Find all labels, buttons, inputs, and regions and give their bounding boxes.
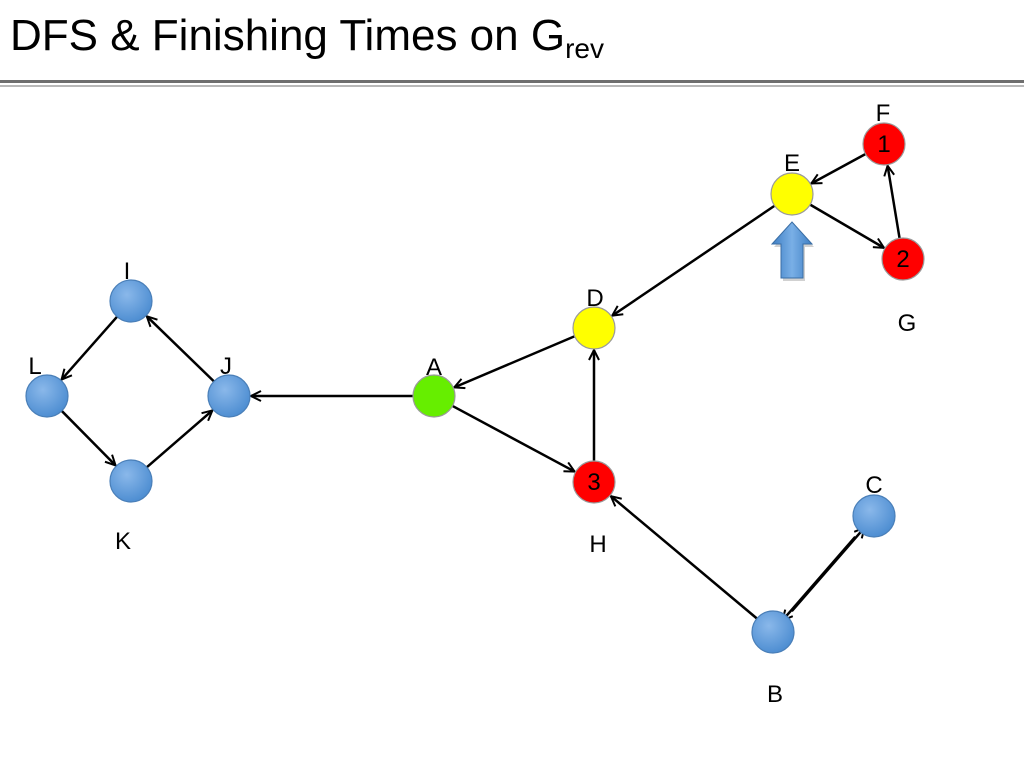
slide-title-main: DFS & Finishing Times on G — [10, 11, 566, 60]
nodes-layer: 1 2 3 — [25, 122, 925, 654]
finish-time-G: 2 — [896, 246, 909, 273]
node-A — [412, 374, 456, 418]
node-label-L: L — [28, 353, 41, 380]
node-label-I: I — [124, 258, 131, 285]
node-label-A: A — [426, 354, 442, 381]
edge-F-to-E — [811, 152, 867, 185]
edge-K-to-J — [146, 410, 213, 469]
node-label-G: G — [898, 310, 917, 337]
edge-I-to-L — [62, 315, 119, 380]
node-label-H: H — [589, 531, 606, 558]
finish-time-H: 3 — [587, 469, 600, 496]
title-divider — [0, 80, 1024, 87]
node-label-J: J — [220, 353, 232, 380]
up-arrow-icon — [770, 221, 814, 279]
edges-layer — [60, 152, 901, 621]
node-G — [881, 237, 925, 281]
finish-time-F: 1 — [877, 131, 890, 158]
node-label-B: B — [767, 681, 783, 708]
node-J — [207, 374, 251, 418]
node-K — [109, 459, 153, 503]
node-I — [109, 279, 153, 323]
edge-C-to-B — [782, 536, 857, 621]
node-D — [572, 306, 616, 350]
edge-G-to-F — [888, 166, 901, 239]
slide-title-subscript: rev — [565, 33, 604, 64]
node-H — [572, 460, 616, 504]
edge-E-to-D — [612, 204, 776, 316]
edge-E-to-G — [809, 203, 884, 248]
edge-A-to-H — [451, 404, 574, 473]
slide-title: DFS & Finishing Times on Grev — [10, 14, 604, 63]
edge-J-to-I — [147, 316, 215, 383]
edge-B-to-H — [611, 496, 758, 620]
edge-L-to-K — [60, 410, 116, 465]
node-label-K: K — [115, 528, 131, 555]
edge-D-to-A — [454, 335, 576, 387]
node-label-F: F — [876, 100, 891, 127]
labels-layer: A B C D E F G H I J K L — [28, 100, 916, 708]
node-label-E: E — [784, 150, 800, 177]
node-label-C: C — [865, 472, 882, 499]
node-E — [770, 172, 814, 216]
node-F — [862, 122, 906, 166]
node-C — [852, 494, 896, 538]
node-label-D: D — [586, 285, 603, 312]
node-L — [25, 374, 69, 418]
node-B — [751, 610, 795, 654]
pointer-layer — [770, 221, 814, 281]
